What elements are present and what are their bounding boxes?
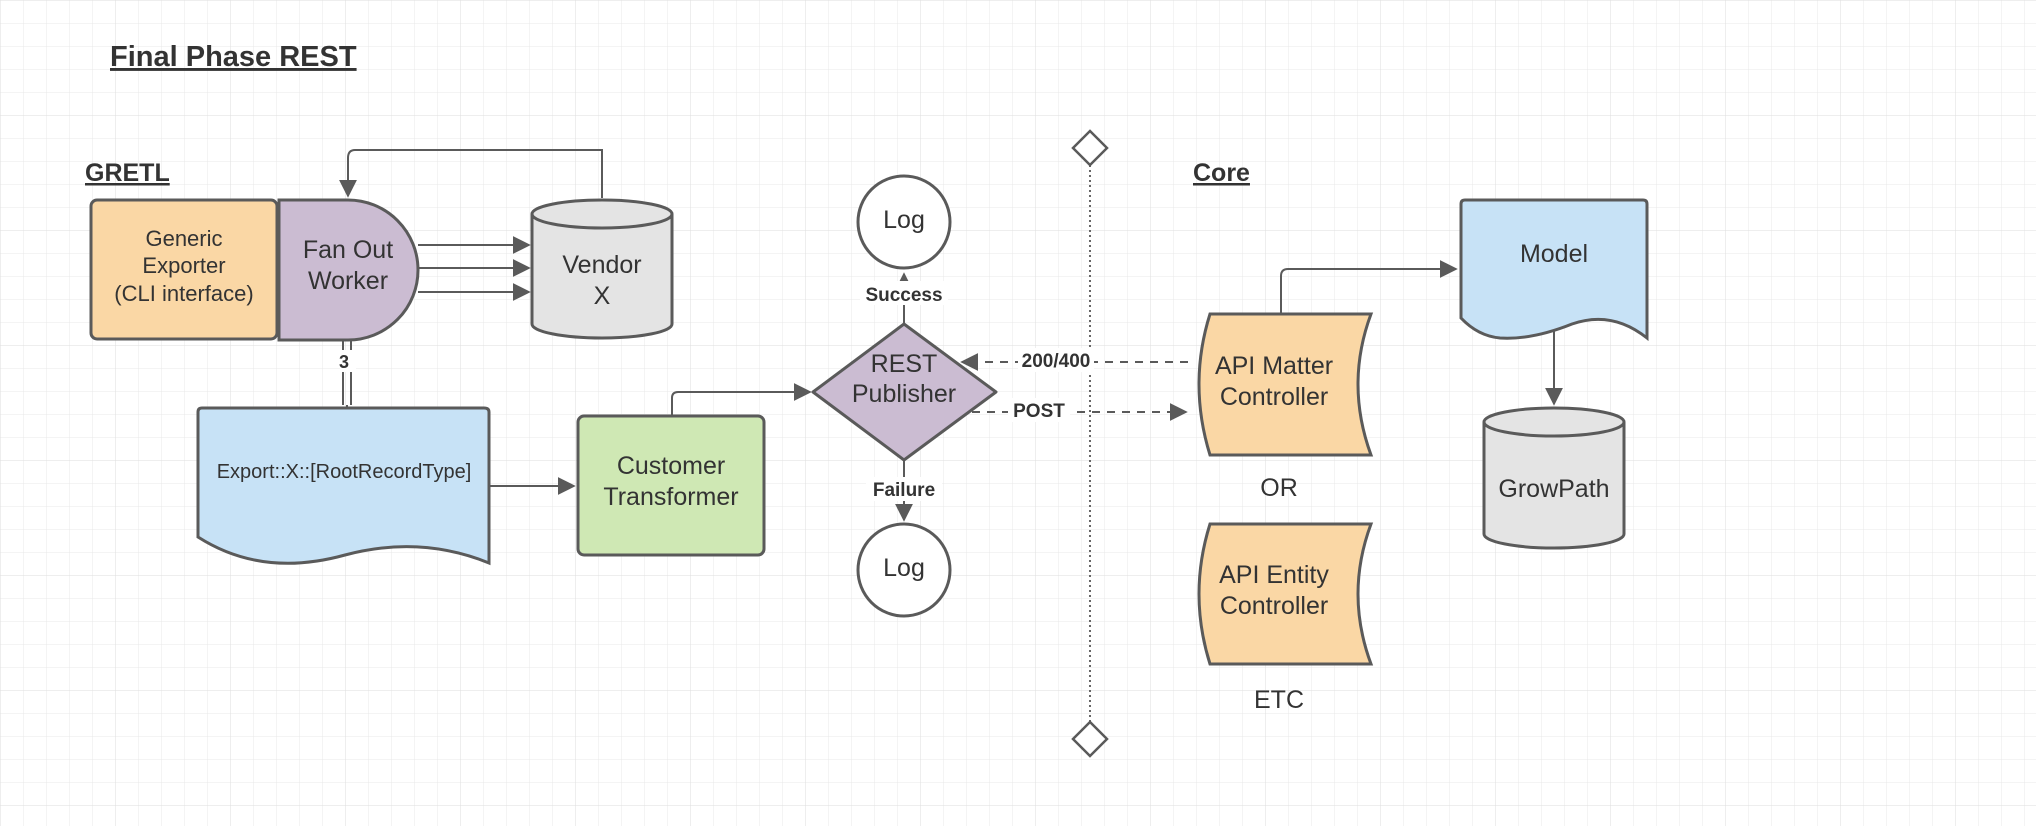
section-heading-core: Core [1193,159,1250,187]
edge-transformer-to-publisher [671,383,812,416]
node-generic-exporter: Generic Exporter (CLI interface) [89,198,279,341]
node-model: Model [1459,198,1649,342]
node-customer-transformer: Customer Transformer [576,414,766,557]
edge-label-post: POST [1013,401,1065,422]
growpath-label: GrowPath [1498,475,1609,503]
rest-publisher-line-1: REST [871,350,938,378]
node-log-bottom: Log [856,522,952,618]
export-document-label: Export::X::[RootRecordType] [217,461,472,483]
model-label: Model [1520,240,1588,268]
edge-label-success: Success [865,285,942,306]
or-label: OR [1260,474,1298,502]
fan-out-worker-line-2: Worker [308,267,388,295]
swimlane-divider [1071,129,1109,758]
api-matter-controller-line-1: API Matter [1215,352,1333,380]
status-label-bg [1018,348,1094,372]
log-bottom-label: Log [883,554,925,582]
count-label-bg [340,350,356,372]
edge-vendor-to-fanout [339,148,603,198]
node-vendor-x: Vendor X [530,198,674,340]
vendor-x-line-2: X [594,282,611,310]
edge-label-failure: Failure [873,480,935,501]
generic-exporter-line-1: Generic [145,226,222,251]
vendor-x-line-1: Vendor [562,251,641,279]
generic-exporter-line-2: Exporter [142,253,225,278]
node-api-entity-controller: API Entity Controller [1197,522,1374,666]
edge-label-count: 3 [339,352,349,372]
failure-label-bg [866,477,942,501]
fan-out-worker-line-1: Fan Out [303,236,393,264]
api-entity-controller-line-2: Controller [1220,592,1328,620]
node-api-matter-controller: API Matter Controller [1197,312,1374,457]
etc-label: ETC [1254,686,1304,714]
post-label-bg [1008,398,1070,422]
node-log-top: Log [856,174,952,270]
log-top-label: Log [883,206,925,234]
node-rest-publisher: REST Publisher [811,322,998,462]
section-heading-gretl: GRETL [85,159,170,187]
node-growpath: GrowPath [1482,406,1626,550]
page-title: Final Phase REST [110,41,357,73]
api-entity-controller-line-1: API Entity [1219,561,1329,589]
generic-exporter-line-3: (CLI interface) [114,281,253,306]
customer-transformer-line-2: Transformer [603,483,738,511]
success-label-bg [860,281,948,305]
node-fan-out-worker: Fan Out Worker [277,198,420,342]
rest-publisher-line-2: Publisher [852,380,956,408]
customer-transformer-line-1: Customer [617,452,725,480]
edge-controller-to-model [1280,260,1458,314]
node-export-document: Export::X::[RootRecordType] [196,406,491,566]
api-matter-controller-line-2: Controller [1220,383,1328,411]
edge-label-status-codes: 200/400 [1022,351,1091,372]
